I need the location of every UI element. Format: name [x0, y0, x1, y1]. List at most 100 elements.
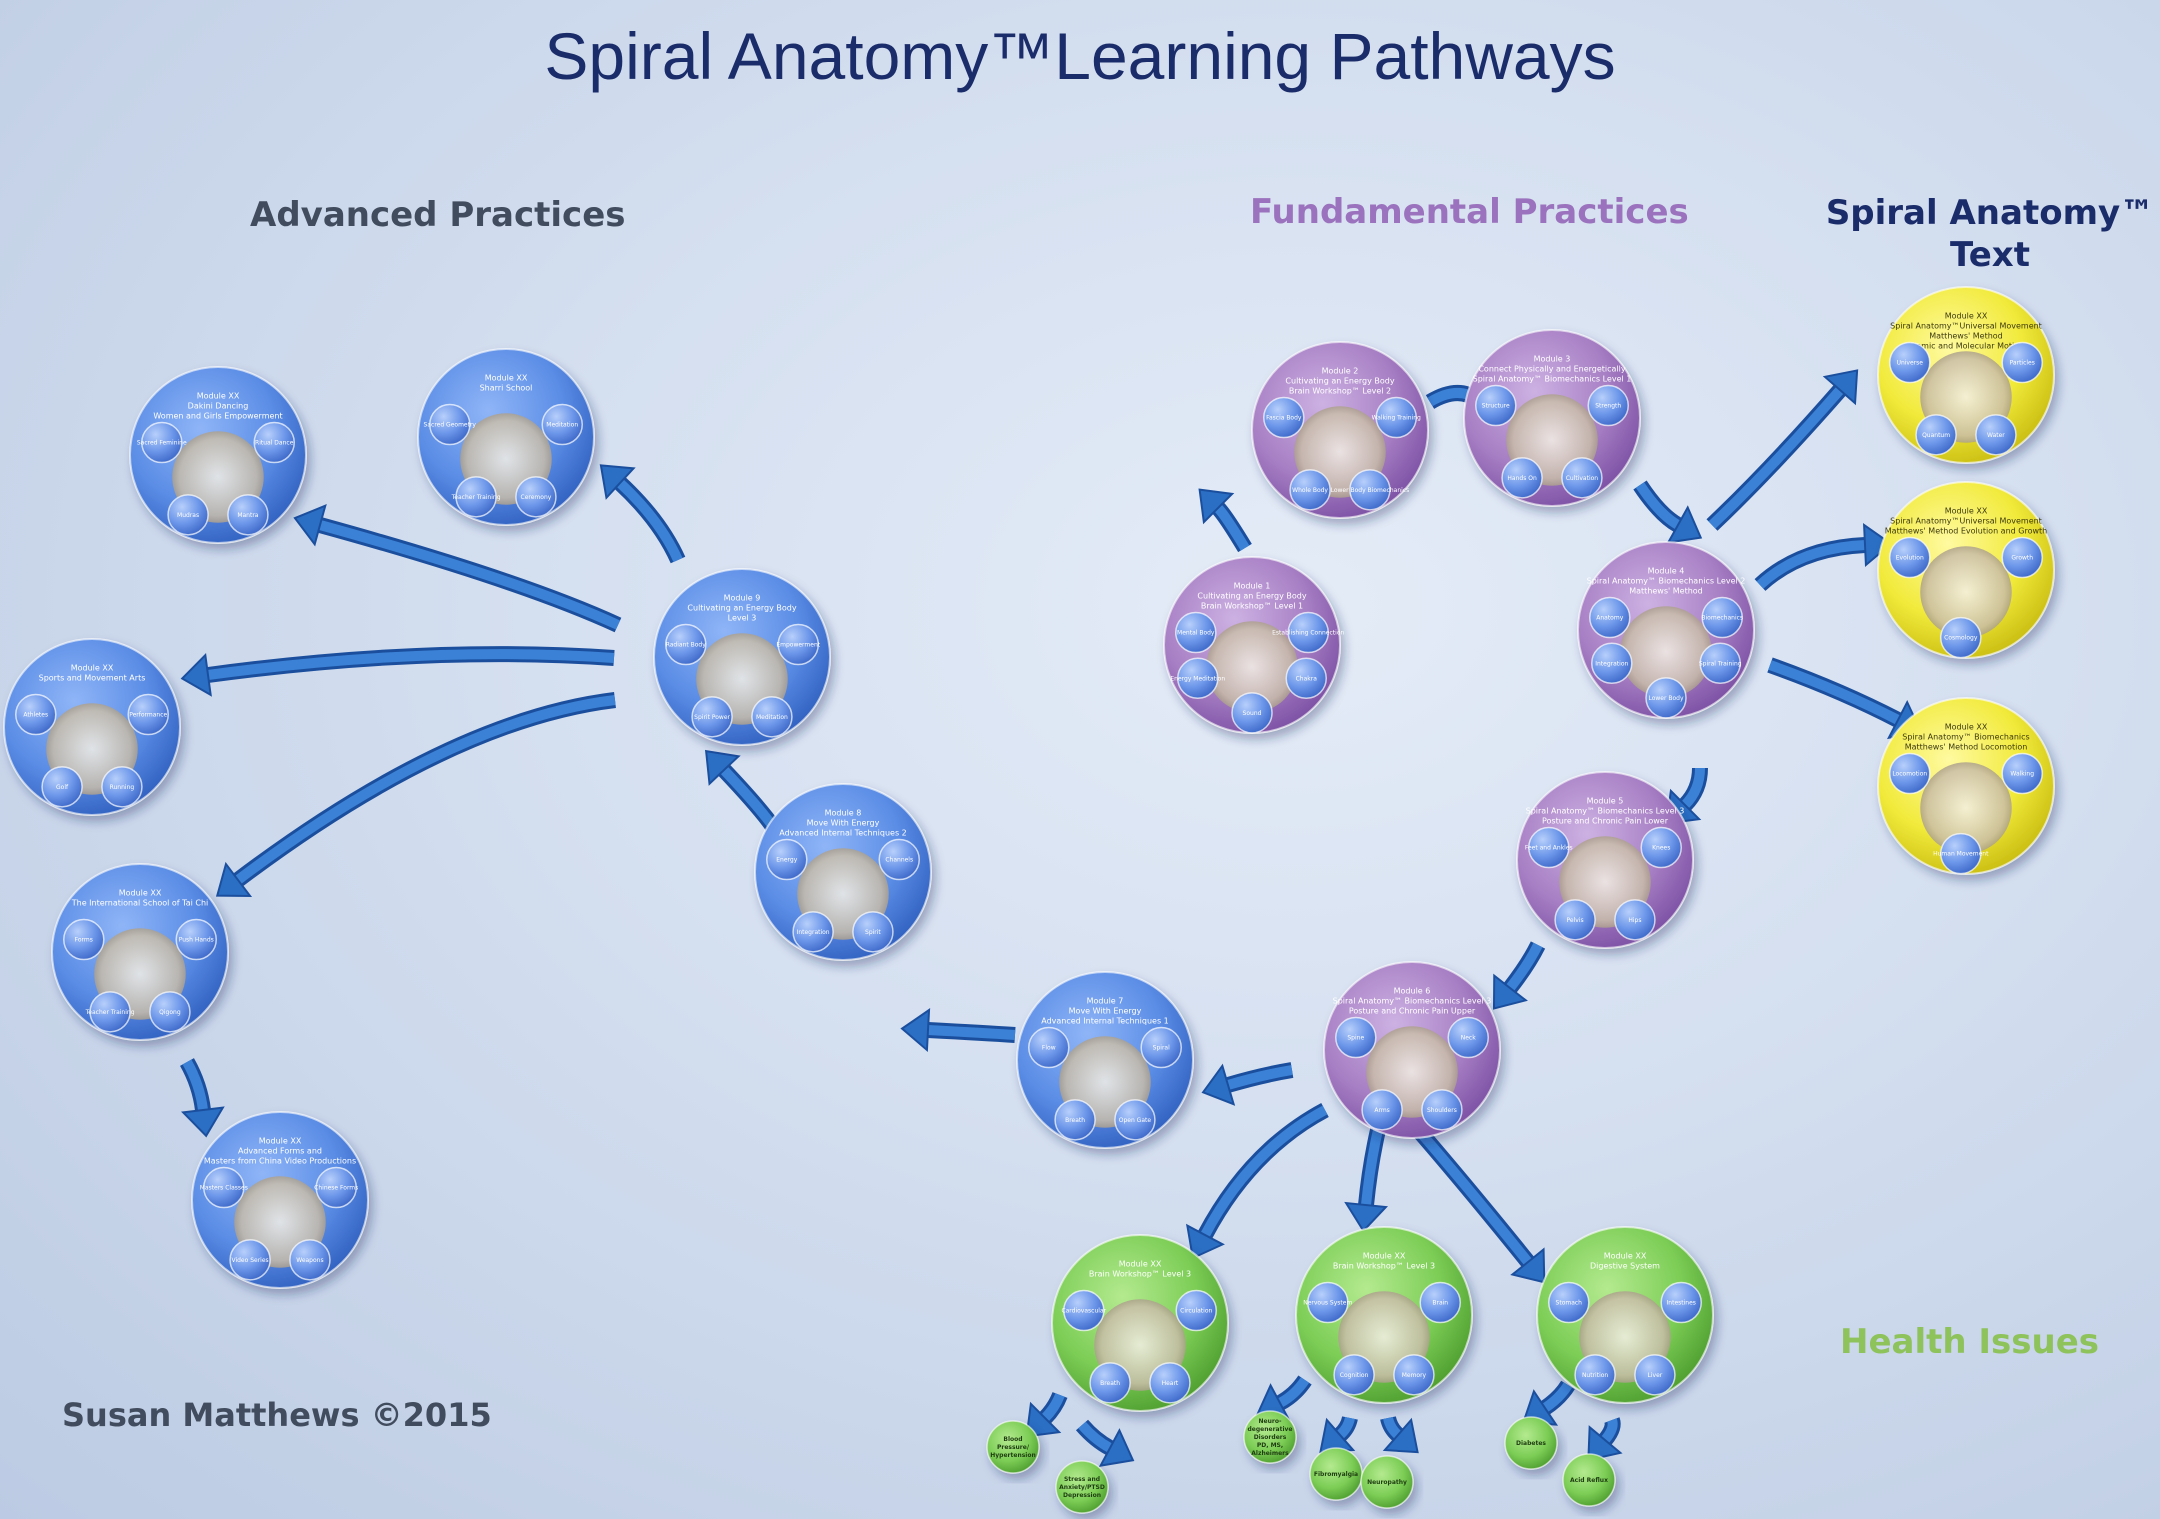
sub-topic-bubble[interactable]: Nutrition — [1574, 1354, 1616, 1396]
sub-topic-bubble[interactable]: Integration — [1591, 642, 1633, 685]
sub-topic-bubble[interactable]: Stomach — [1548, 1281, 1590, 1324]
sub-topic-bubble[interactable]: Walking — [2001, 752, 2043, 795]
sub-topic-bubble[interactable]: Sacred Geometry — [424, 403, 477, 446]
sub-topic-bubble[interactable]: Ritual Dance — [253, 421, 295, 464]
sub-topic-bubble[interactable]: Nervous System — [1303, 1281, 1352, 1324]
sub-topic-bubble[interactable]: Evolution — [1889, 536, 1931, 579]
sub-topic-bubble[interactable]: Cardiovascular — [1061, 1289, 1107, 1332]
sub-topic-bubble[interactable]: Sacred Feminine — [137, 421, 187, 464]
sub-topic-bubble[interactable]: Performance — [127, 693, 169, 736]
sub-topic-bubble[interactable]: Chakra — [1285, 657, 1327, 700]
sub-topic-bubble[interactable]: Running — [101, 766, 143, 808]
sub-topic-bubble[interactable]: Qigong — [149, 991, 191, 1033]
sub-topic-bubble[interactable]: Growth — [2001, 536, 2043, 579]
sub-topic-bubble[interactable]: Mental Body — [1175, 611, 1217, 654]
sub-topic-bubble[interactable]: Knees — [1640, 826, 1682, 869]
sub-topic-bubble[interactable]: Lower Body — [1645, 677, 1687, 719]
sub-topic-bubble[interactable]: Universe — [1889, 341, 1931, 384]
sub-topic-bubble[interactable]: Energy Meditation — [1170, 657, 1225, 700]
sub-topic-bubble[interactable]: Teacher Training — [451, 476, 501, 518]
sub-topic-bubble[interactable]: Arms — [1361, 1089, 1403, 1131]
sub-topic-bubble[interactable]: Spiral — [1140, 1026, 1182, 1069]
sub-topic-bubble[interactable]: Strength — [1587, 384, 1629, 427]
sub-topic-bubble[interactable]: Locomotion — [1889, 752, 1931, 795]
condition-node-c6[interactable]: Diabetes — [1504, 1416, 1558, 1470]
sub-topic-bubble[interactable]: Spine — [1335, 1016, 1377, 1059]
sub-topic-bubble[interactable]: Establishing Connection — [1272, 611, 1345, 654]
sub-topic-bubble[interactable]: Video Series — [229, 1239, 271, 1281]
sub-topic-bubble[interactable]: Cosmology — [1940, 616, 1982, 659]
sub-topic-bubble[interactable]: Spiral Training — [1699, 642, 1742, 685]
sub-topic-bubble[interactable]: Water — [1975, 414, 2017, 456]
sub-topic-bubble[interactable]: Neck — [1447, 1016, 1489, 1059]
sub-topic-bubble[interactable]: Circulation — [1175, 1289, 1217, 1332]
sub-topic-bubble[interactable]: Chinese Forms — [314, 1166, 358, 1209]
sub-topic-bubble[interactable]: Intestines — [1660, 1281, 1702, 1324]
sub-topic-bubble[interactable]: Fascia Body — [1263, 396, 1305, 439]
sub-topic-bubble[interactable]: Empowerment — [776, 623, 821, 666]
sub-topic-bubble[interactable]: Energy — [766, 838, 808, 881]
sub-topic-bubble[interactable]: Athletes — [15, 693, 57, 736]
sub-topic-bubble[interactable]: Forms — [63, 918, 105, 961]
sub-topic-bubble[interactable]: Walking Training — [1372, 396, 1421, 439]
sub-topic-bubble[interactable]: Ceremony — [515, 476, 557, 518]
sub-topic-bubble[interactable]: Memory — [1393, 1354, 1435, 1396]
sub-topic-bubble[interactable]: Particles — [2001, 341, 2043, 384]
sub-topic-bubble[interactable]: Teacher Training — [85, 991, 135, 1033]
condition-node-c5[interactable]: Neuropathy — [1360, 1455, 1414, 1509]
sub-topic-bubble[interactable]: Hands On — [1501, 457, 1543, 499]
sub-topic-bubble[interactable]: Integration — [792, 911, 834, 953]
sub-topic-bubble[interactable]: Hips — [1614, 899, 1656, 941]
sub-topic-bubble[interactable]: Pelvis — [1554, 899, 1596, 941]
sub-topic-bubble[interactable]: Meditation — [751, 696, 793, 738]
sub-topic-bubble[interactable]: Brain — [1419, 1281, 1461, 1324]
sub-topic-bubble[interactable]: Spirit Power — [691, 696, 733, 738]
sub-topic-bubble[interactable]: Spirit — [852, 911, 894, 953]
sub-topic-bubble[interactable]: Cognition — [1333, 1354, 1375, 1396]
sub-topic-bubble[interactable]: Structure — [1475, 384, 1517, 427]
sub-topic-bubble[interactable]: Sound — [1231, 692, 1273, 734]
sub-topic-bubble[interactable]: Whole Body — [1289, 469, 1331, 511]
sub-topic-bubble[interactable]: Open Gate — [1114, 1099, 1156, 1141]
sub-topic-bubble[interactable]: Mudras — [167, 494, 209, 536]
sub-topic-bubble[interactable]: Liver — [1634, 1354, 1676, 1396]
sub-topic-bubble[interactable]: Feet and Ankles — [1525, 826, 1573, 869]
sub-topic-bubble[interactable]: Biomechanics — [1701, 596, 1743, 639]
sub-topic-bubble[interactable]: Lower Body Biomechanics — [1331, 469, 1410, 511]
condition-node-c7[interactable]: Acid Reflux — [1562, 1453, 1616, 1507]
sub-topic-bubble[interactable]: Human Movement — [1933, 832, 1989, 875]
sub-topic-bubble[interactable]: Cultivation — [1561, 457, 1603, 499]
sub-topic-bubble[interactable]: Quantum — [1915, 414, 1957, 456]
sub-topic-bubble[interactable]: Push Hands — [175, 918, 217, 961]
sub-topic-bubble[interactable]: Channels — [878, 838, 920, 881]
sub-topic-bubble[interactable]: Shoulders — [1421, 1089, 1463, 1131]
sub-topic-bubble[interactable]: Weapons — [289, 1239, 331, 1281]
sub-topic-bubble[interactable]: Heart — [1149, 1362, 1191, 1404]
condition-node-c4[interactable]: Fibromyalgia — [1309, 1447, 1363, 1501]
sub-topic-bubble[interactable]: Meditation — [541, 403, 583, 446]
sub-topic-bubble[interactable]: Breath — [1054, 1099, 1096, 1141]
